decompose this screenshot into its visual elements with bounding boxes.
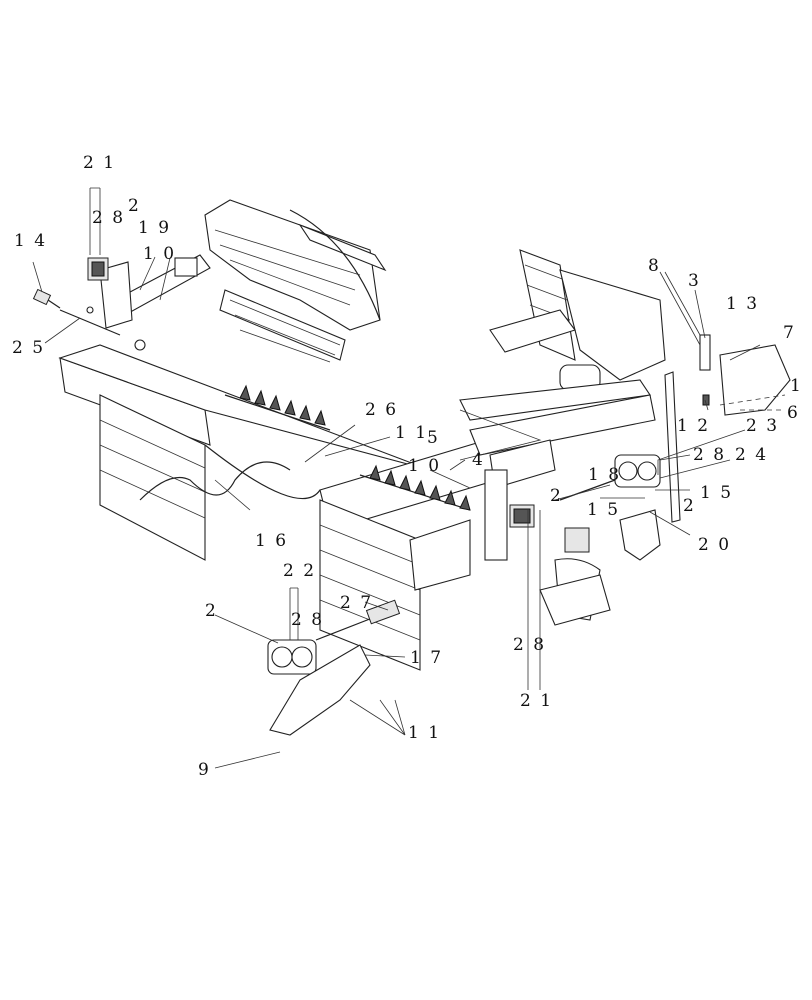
callout-12: 1 2 [677, 416, 711, 436]
right-header-frame [459, 249, 666, 461]
callout-22: 2 2 [283, 561, 317, 581]
callout-2-right-a: 2 [550, 486, 563, 506]
header-body [58, 344, 531, 671]
callout-3: 3 [688, 271, 701, 291]
callout-27: 2 7 [340, 593, 374, 613]
callout-21-bottom: 2 1 [520, 691, 554, 711]
knife-sections-right [359, 464, 471, 511]
callout-5: 5 [427, 428, 440, 448]
callout-2-left: 2 [205, 601, 218, 621]
callout-2-right-b: 2 [683, 496, 696, 516]
cable-16 [139, 461, 291, 501]
side-panel-7 [699, 334, 791, 416]
callout-11-top: 1 1 [395, 423, 429, 443]
callout-21-top: 2 1 [83, 153, 117, 173]
callout-26: 2 6 [365, 400, 399, 420]
callout-18: 1 8 [588, 465, 622, 485]
knife-sections-left [224, 384, 331, 431]
upright-post [664, 371, 681, 523]
callout-14: 1 4 [14, 231, 48, 251]
callout-17: 1 7 [410, 648, 444, 668]
left-mounting-bar [86, 254, 211, 351]
callout-11-bottom: 1 1 [408, 723, 442, 743]
callout-25: 2 5 [12, 338, 46, 358]
right-mounting-bar [484, 439, 556, 561]
leader-lines [32, 187, 786, 769]
reel-drive [539, 527, 611, 626]
callout-2-top: 2 [128, 196, 141, 216]
right-lamp-assembly [559, 454, 661, 501]
right-bracket [619, 509, 661, 561]
left-connector [32, 288, 121, 336]
callout-6: 6 [787, 403, 800, 423]
callout-10-left: 1 0 [143, 244, 177, 264]
callout-13: 1 3 [726, 294, 760, 314]
callout-28-left: 2 8 [291, 610, 325, 630]
callout-23: 2 3 [746, 416, 780, 436]
left-bracket [269, 644, 371, 736]
callout-10-right: 1 0 [408, 456, 442, 476]
callout-28-top: 2 8 [92, 208, 126, 228]
callout-15-mid: 1 5 [587, 500, 621, 520]
callout-28-right: 2 8 [693, 445, 727, 465]
left-header-frame [204, 199, 387, 363]
callout-8: 8 [648, 256, 661, 276]
callout-19: 1 9 [138, 218, 172, 238]
callout-1: 1 [790, 376, 803, 396]
callout-16: 1 6 [255, 531, 289, 551]
callout-24: 2 4 [735, 445, 769, 465]
callout-4: 4 [472, 450, 485, 470]
callout-28-bottom: 2 8 [513, 635, 547, 655]
callout-7: 7 [783, 323, 796, 343]
callout-20: 2 0 [698, 535, 732, 555]
left-lamp-assembly [267, 599, 401, 675]
callout-15-right: 1 5 [700, 483, 734, 503]
callout-9: 9 [198, 760, 211, 780]
